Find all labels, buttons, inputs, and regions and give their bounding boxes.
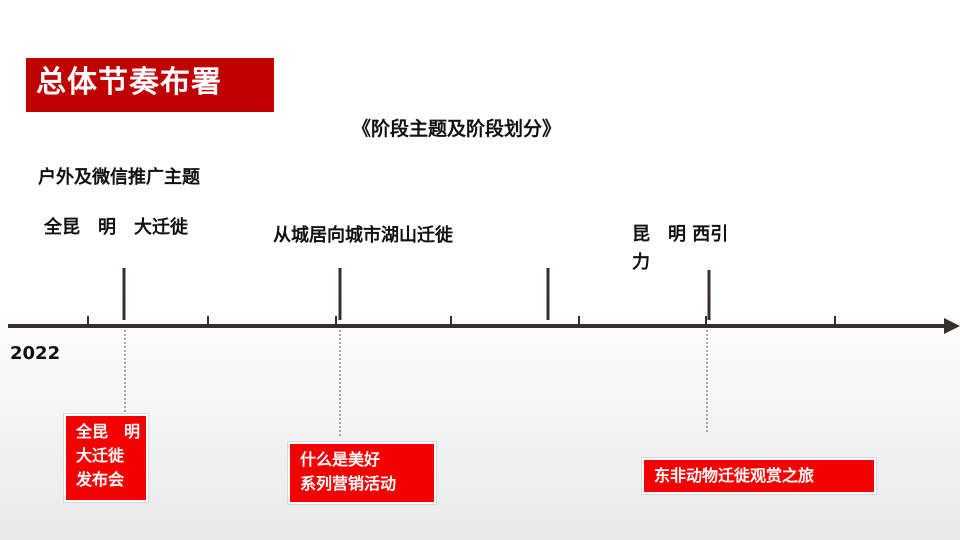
- stage-label-3-line2: 力: [632, 252, 650, 273]
- stage-label-3-line1: 昆 明 西引: [632, 224, 729, 245]
- event-box-line: 发布会: [76, 470, 125, 489]
- section-title: 总体节奏布署: [26, 58, 274, 112]
- timeline-arrowhead: [944, 318, 960, 334]
- event-box-line: 系列营销活动: [300, 474, 397, 493]
- timeline-start-year: 2022: [10, 343, 61, 364]
- stage-label-2: 从城居向城市湖山迁徙: [273, 225, 453, 246]
- event-box-line: 东非动物迁徙观赏之旅: [654, 466, 815, 485]
- event-box-line: 什么是美好: [300, 450, 381, 469]
- event-box-safari: 东非动物迁徙观赏之旅: [641, 457, 877, 495]
- event-box-launch: 全昆 明 大迁徙 发布会: [63, 413, 149, 503]
- stage-label-3: 昆 明 西引 力: [632, 221, 728, 277]
- event-box-line: 大迁徙: [76, 446, 125, 465]
- event-box-line: 全昆 明: [76, 422, 141, 441]
- promotion-theme-label: 户外及微信推广主题: [38, 167, 200, 188]
- diagram-subtitle: 《阶段主题及阶段划分》: [352, 118, 562, 140]
- event-box-marketing: 什么是美好 系列营销活动: [287, 441, 437, 505]
- stage-label-1: 全昆 明 大迁徙: [44, 217, 188, 238]
